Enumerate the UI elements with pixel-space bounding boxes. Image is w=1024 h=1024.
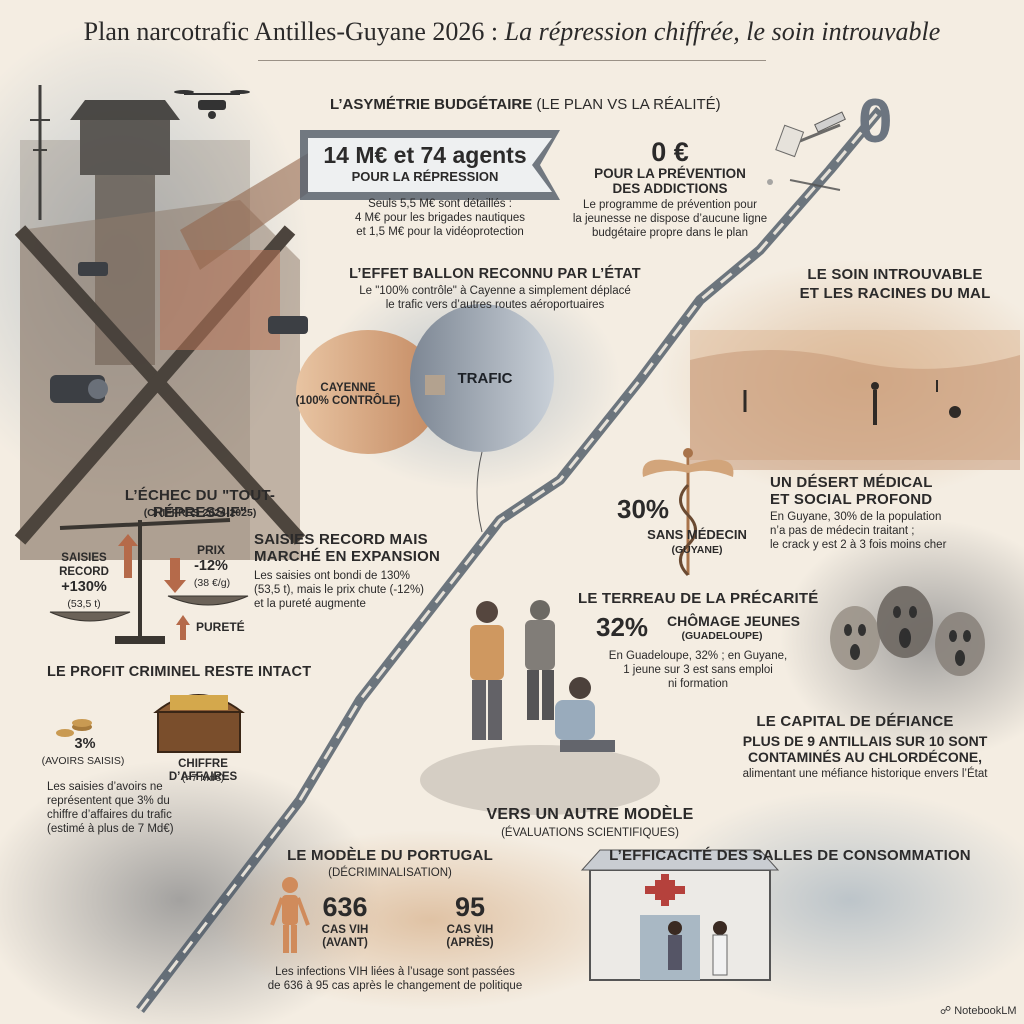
echec-side-detail: Les saisies ont bondi de 130% (53,5 t), … bbox=[254, 570, 425, 611]
echec-heading: L’ÉCHEC DU "TOUT-RÉPRESSIF" bbox=[124, 487, 276, 521]
echec-subheading: (CHIFFRES 2024-2025) bbox=[143, 507, 257, 519]
syringe-icon bbox=[767, 111, 846, 191]
desert-landscape bbox=[690, 330, 1020, 470]
desert-caption: SANS MÉDECIN bbox=[647, 527, 747, 542]
budget-heading-bold: L’ASYMÉTRIE BUDGÉTAIRE bbox=[330, 96, 533, 113]
desert-heading: UN DÉSERT MÉDICAL ET SOCIAL PROFOND bbox=[770, 474, 933, 509]
portugal-subheading: (DÉCRIMINALISATION) bbox=[328, 867, 452, 879]
arrow-up-icon bbox=[118, 534, 138, 578]
precarite-detail: En Guadeloupe, 32% ; en Guyane, 1 jeune … bbox=[608, 650, 788, 691]
profit-heading: LE PROFIT CRIMINEL RESTE INTACT bbox=[47, 664, 312, 680]
echec-side-heading: SAISIES RECORD MAIS MARCHÉ EN EXPANSION bbox=[254, 531, 441, 566]
watchtower-icon bbox=[14, 85, 340, 560]
purete-label: PURETÉ bbox=[196, 620, 245, 634]
desert-caption-sub: (GUYANE) bbox=[671, 544, 723, 556]
defiance-heading: LE CAPITAL DE DÉFIANCE bbox=[756, 713, 954, 730]
saisies-value: +130% bbox=[61, 579, 107, 595]
drone-icon bbox=[174, 90, 250, 119]
saisies-label: SAISIES RECORD bbox=[59, 552, 109, 578]
treasure-chest-icon bbox=[153, 694, 245, 753]
watermark-label: NotebookLM bbox=[954, 1005, 1017, 1017]
modele-heading: VERS UN AUTRE MODÈLE bbox=[486, 806, 694, 823]
defiance-detail: alimentant une méfiance historique enver… bbox=[742, 768, 988, 780]
arrow-down-icon bbox=[164, 558, 186, 593]
page-title: Plan narcotrafic Antilles-Guyane 2026 : … bbox=[0, 17, 1024, 47]
balloon-icon bbox=[296, 304, 554, 533]
coins-icon bbox=[56, 719, 92, 737]
portugal-before-caption: CAS VIH (AVANT) bbox=[321, 924, 369, 949]
portugal-detail: Les infections VIH liées à l’usage sont … bbox=[267, 966, 523, 993]
profit-right-caption: CHIFFRE D’AFFAIRES bbox=[168, 758, 238, 783]
repression-value: 14 M€ et 74 agents bbox=[323, 142, 527, 168]
precarite-caption: CHÔMAGE JEUNES bbox=[667, 613, 801, 629]
profit-left-value: 3% bbox=[74, 736, 96, 752]
portugal-after-caption: CAS VIH (APRÈS) bbox=[446, 924, 494, 949]
portugal-after-value: 95 bbox=[454, 892, 486, 922]
prevention-value: 0 € bbox=[651, 137, 689, 167]
modele-subheading: (ÉVALUATIONS SCIENTIFIQUES) bbox=[501, 827, 679, 839]
budget-heading-rest: (LE PLAN VS LA RÉALITÉ) bbox=[532, 96, 721, 113]
title-italic: La répression chiffrée, le soin introuva… bbox=[504, 17, 941, 46]
caduceus-icon bbox=[642, 448, 734, 577]
precarite-caption-sub: (GUADELOUPE) bbox=[681, 630, 763, 642]
prevention-caption: POUR LA PRÉVENTION DES ADDICTIONS bbox=[594, 166, 746, 196]
budget-heading: L’ASYMÉTRIE BUDGÉTAIRE (LE PLAN VS LA RÉ… bbox=[330, 96, 750, 114]
desert-value: 30% bbox=[617, 494, 670, 524]
repression-detail: Seuls 5,5 M€ sont détaillés : 4 M€ pour … bbox=[354, 198, 526, 239]
title-main: Plan narcotrafic Antilles-Guyane 2026 : bbox=[83, 17, 505, 46]
balloon-right-label: TRAFIC bbox=[457, 370, 513, 387]
profit-left-caption: (AVOIRS SAISIS) bbox=[41, 755, 125, 767]
precarite-value: 32% bbox=[596, 612, 649, 642]
precarite-heading: LE TERREAU DE LA PRÉCARITÉ bbox=[578, 590, 819, 607]
profit-right-sub: (>7 Md€) bbox=[181, 772, 225, 784]
prix-value: -12% bbox=[194, 558, 228, 574]
arrow-up-icon bbox=[176, 615, 190, 640]
balloon-left-label: CAYENNE (100% CONTRÔLE) bbox=[295, 382, 401, 407]
prevention-detail: Le programme de prévention pour la jeune… bbox=[572, 199, 768, 240]
clinic-icon bbox=[580, 849, 780, 981]
portugal-before-value: 636 bbox=[322, 892, 368, 922]
defiance-bold: PLUS DE 9 ANTILLAIS SUR 10 SONT CONTAMIN… bbox=[742, 733, 988, 765]
faces-icon bbox=[830, 586, 985, 676]
salles-heading: L’EFFICACITÉ DES SALLES DE CONSOMMATION bbox=[609, 847, 971, 864]
prix-label: PRIX bbox=[196, 543, 225, 557]
portugal-heading: LE MODÈLE DU PORTUGAL bbox=[287, 847, 493, 864]
scale-icon bbox=[49, 518, 249, 644]
watermark-icon: ☍ bbox=[940, 1005, 952, 1017]
soin-heading: LE SOIN INTROUVABLE ET LES RACINES DU MA… bbox=[799, 266, 991, 302]
title-divider bbox=[258, 60, 766, 61]
watermark: ☍ NotebookLM bbox=[940, 1005, 1017, 1017]
human-body-icon bbox=[270, 877, 310, 953]
balloon-detail: Le "100% contrôle" à Cayenne a simplemen… bbox=[359, 285, 631, 312]
profit-detail: Les saisies d’avoirs ne représentent que… bbox=[47, 781, 174, 836]
repression-caption: POUR LA RÉPRESSION bbox=[351, 169, 499, 184]
camera-icon bbox=[50, 262, 308, 403]
prix-sub: (38 €/g) bbox=[193, 577, 231, 589]
youth-figures bbox=[420, 600, 660, 815]
saisies-sub: (53,5 t) bbox=[67, 598, 101, 610]
desert-detail: En Guyane, 30% de la population n’a pas … bbox=[770, 511, 947, 552]
zero-glyph: 0 bbox=[858, 87, 893, 156]
balloon-heading: L’EFFET BALLON RECONNU PAR L’ÉTAT bbox=[349, 266, 641, 282]
